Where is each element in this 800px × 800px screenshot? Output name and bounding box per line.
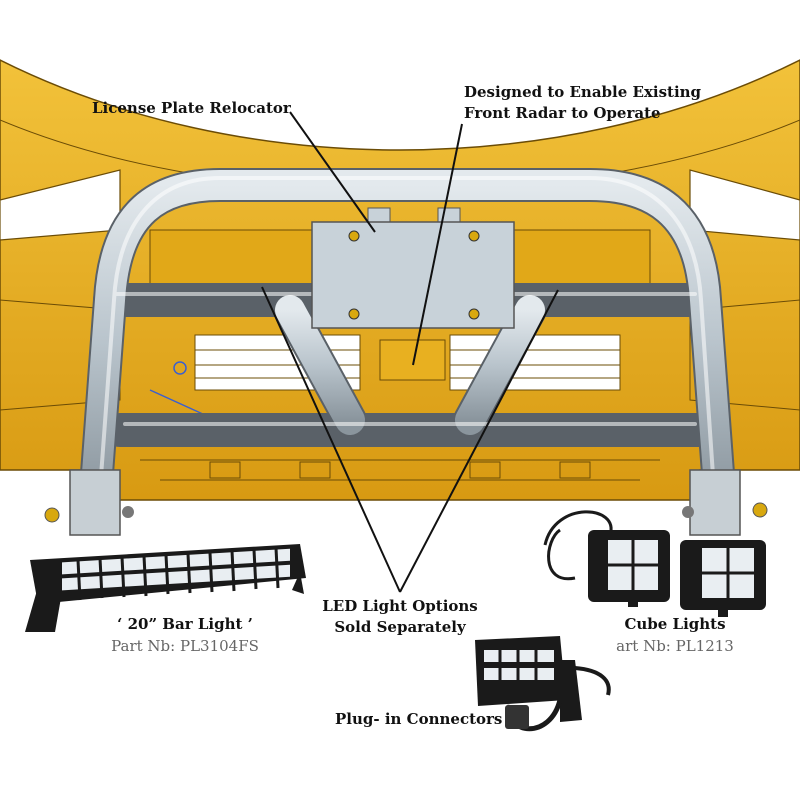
plug-in-connectors-label: Plug- in Connectors: [335, 710, 503, 728]
radar-label-line1: Designed to Enable Existing: [464, 83, 702, 101]
cube-lights-part-number: art Nb: PL1213: [616, 637, 734, 655]
cube-lights-title: Cube Lights: [624, 615, 726, 633]
led-options-label-line2: Sold Separately: [334, 618, 466, 636]
bull-bar: [78, 168, 737, 517]
license-plate-relocator-label: License Plate Relocator: [92, 99, 291, 117]
cube-lights-image: [543, 510, 766, 617]
bar-light-title: ‘ 20” Bar Light ’: [117, 615, 253, 633]
leader-lines: [261, 111, 559, 593]
led-options-label-line1: LED Light Options: [322, 597, 478, 615]
mount-brackets: [44, 469, 768, 536]
license-plate-relocator: [311, 207, 515, 329]
bar-light-image: [25, 544, 306, 632]
radar-label-line2: Front Radar to Operate: [464, 104, 661, 122]
bar-light-part-number: Part Nb: PL3104FS: [111, 637, 259, 655]
connector-image: [475, 636, 611, 732]
